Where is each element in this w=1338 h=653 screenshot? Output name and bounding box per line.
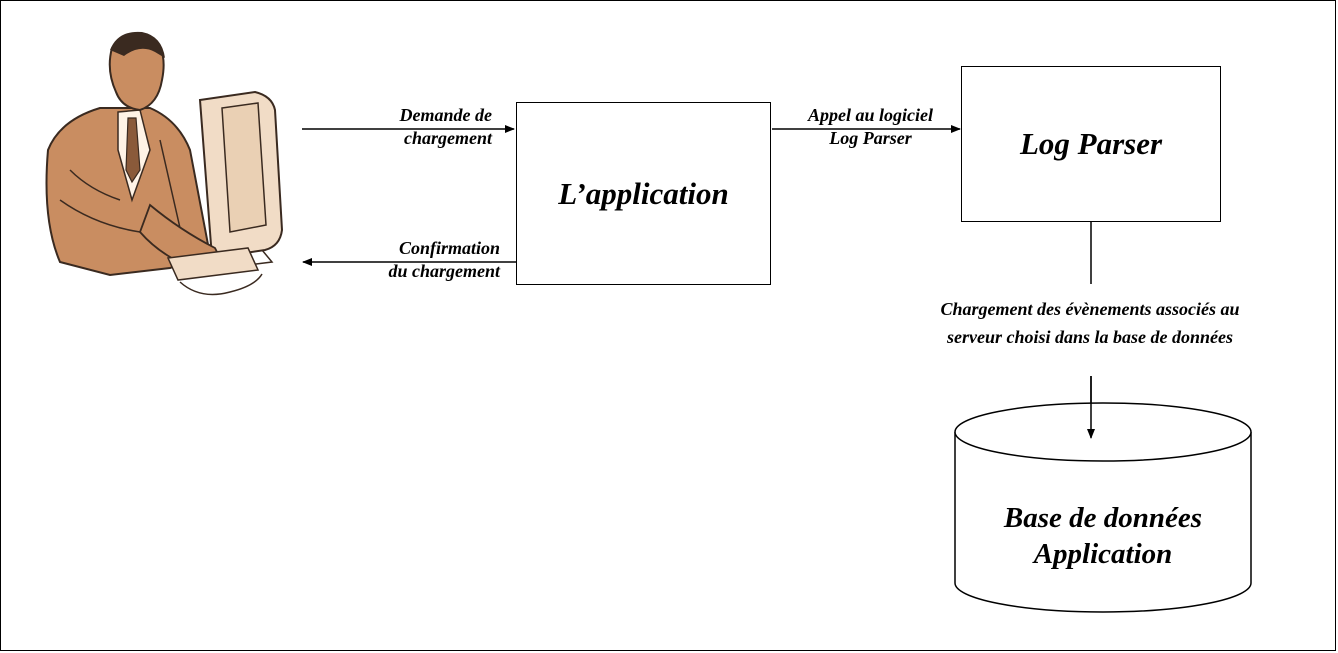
edge-label-load: Chargement des évènements associés au se… <box>860 296 1320 352</box>
database-cylinder <box>954 402 1252 613</box>
edge-label-confirmation-line2: du chargement <box>388 260 500 281</box>
application-box: L’application <box>516 102 771 285</box>
database-label-line1: Base de données <box>1003 502 1203 534</box>
edge-label-confirmation: Confirmation du chargement <box>330 237 500 282</box>
log-parser-label: Log Parser <box>1019 126 1163 161</box>
edge-label-call-line2: Log Parser <box>829 127 912 148</box>
application-label: L’application <box>558 175 729 211</box>
edge-label-load-line2: serveur choisi dans la base de données <box>946 326 1233 347</box>
edge-label-request: Demande de chargement <box>322 104 492 149</box>
log-parser-box: Log Parser <box>961 66 1221 222</box>
edge-label-request-line1: Demande de <box>399 105 492 125</box>
database-label: Base de données Application <box>955 500 1251 573</box>
edge-label-request-line2: chargement <box>404 127 492 148</box>
edge-label-load-line1: Chargement des évènements associés au <box>940 299 1240 319</box>
edge-label-call-line1: Appel au logiciel <box>808 105 933 125</box>
user-at-computer-icon <box>45 31 284 296</box>
database-label-line2: Application <box>1033 538 1173 571</box>
edge-label-confirmation-line1: Confirmation <box>398 238 500 258</box>
edge-label-call: Appel au logiciel Log Parser <box>778 104 963 149</box>
